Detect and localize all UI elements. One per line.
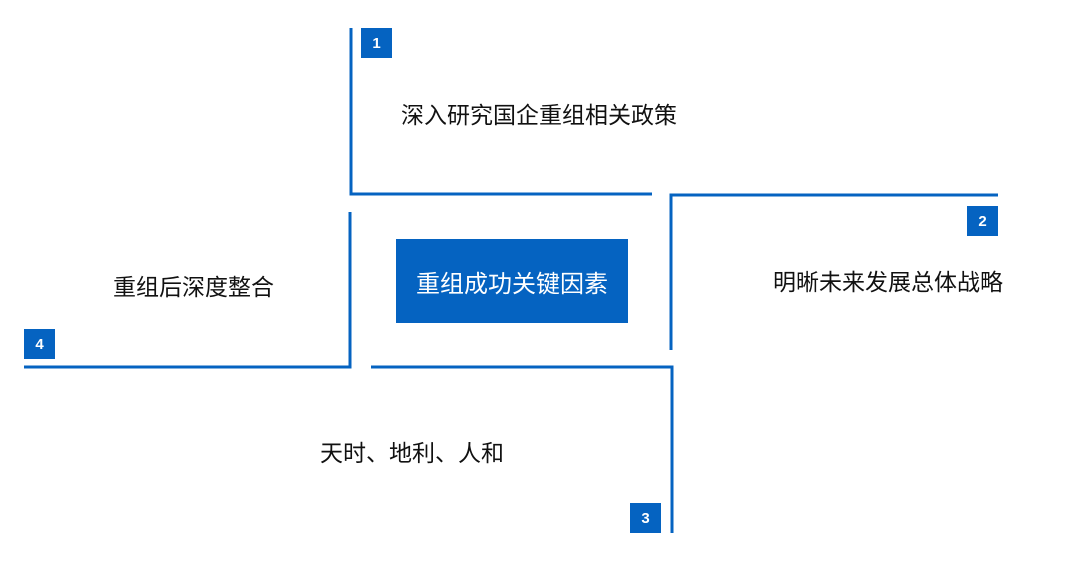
factor-4-text: 重组后深度整合 (113, 275, 274, 301)
factor-1-text: 深入研究国企重组相关政策 (401, 103, 677, 129)
center-title-box: 重组成功关键因素 (396, 239, 628, 323)
bracket-3 (371, 365, 674, 533)
badge-2: 2 (967, 206, 998, 236)
badge-4: 4 (24, 329, 55, 359)
badge-3: 3 (630, 503, 661, 533)
bracket-4 (24, 212, 352, 369)
badge-1: 1 (361, 28, 392, 58)
bracket-2 (669, 193, 998, 350)
factor-2-text: 明晰未来发展总体战略 (773, 270, 1003, 296)
factor-3-text: 天时、地利、人和 (320, 441, 504, 467)
bracket-1 (349, 28, 652, 196)
